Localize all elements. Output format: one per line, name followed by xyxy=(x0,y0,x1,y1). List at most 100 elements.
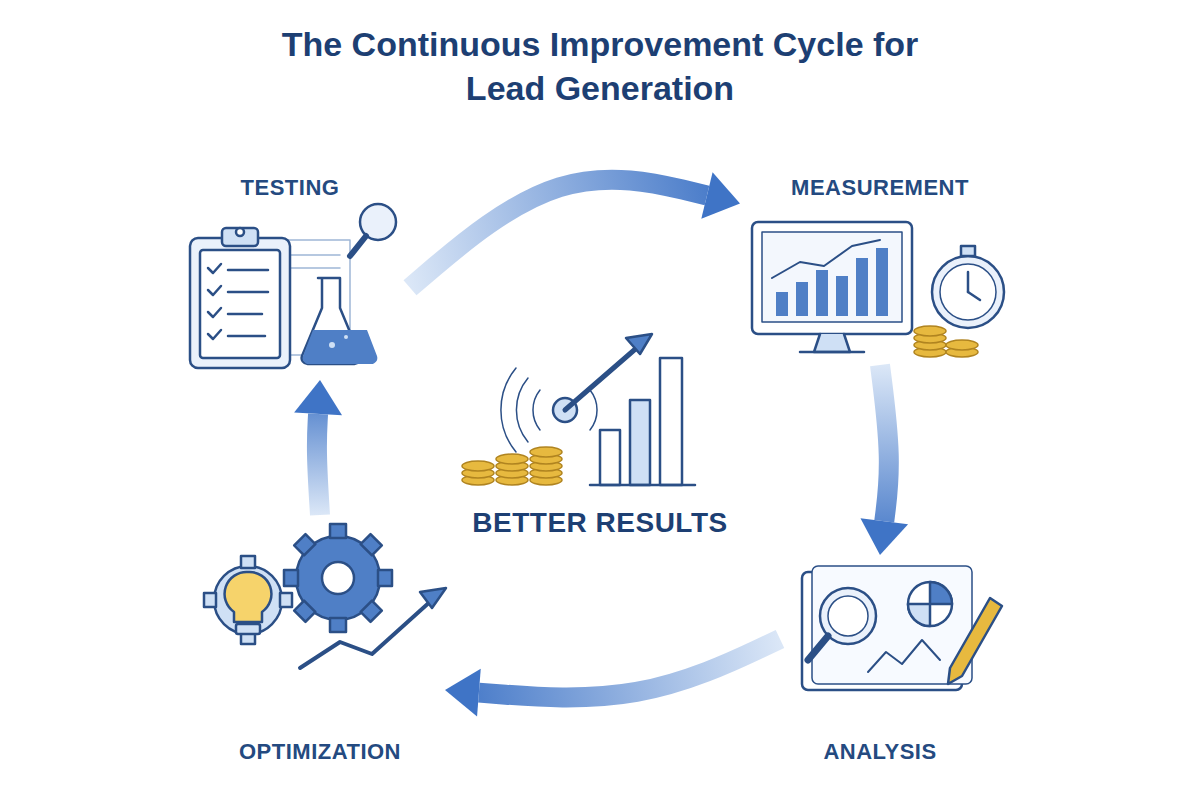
results-icon-part-part xyxy=(530,447,562,457)
optimization-icon-part-part xyxy=(284,524,392,632)
arrow-head xyxy=(294,380,342,415)
measurement-icon xyxy=(752,222,1004,357)
measurement-icon-part xyxy=(967,272,970,292)
testing-icon-part xyxy=(208,264,221,273)
arrow-head xyxy=(701,172,740,219)
optimization-icon-part xyxy=(420,588,446,608)
measurement-icon-part xyxy=(856,258,868,316)
analysis-icon xyxy=(802,566,1002,690)
optimization-icon-part-part xyxy=(214,566,282,634)
analysis-icon-part xyxy=(948,598,1002,684)
testing-icon-part xyxy=(208,330,221,339)
stage-label: OPTIMIZATION xyxy=(235,739,405,765)
testing-icon-part xyxy=(228,335,265,338)
measurement-icon-part-part xyxy=(914,326,946,336)
optimization-icon-part xyxy=(300,600,432,668)
optimization-icon-part-part-part xyxy=(330,524,346,538)
testing-icon xyxy=(190,204,396,368)
optimization-icon-part-part-part xyxy=(330,618,346,632)
optimization-icon-part xyxy=(284,524,392,632)
analysis-icon-part xyxy=(930,582,952,604)
results-icon-part xyxy=(590,484,695,487)
results-icon-part xyxy=(660,358,682,485)
stage-label: BETTER RESULTS xyxy=(468,506,731,540)
results-icon-part-part xyxy=(496,454,528,464)
diagram-title: The Continuous Improvement Cycle for Lea… xyxy=(250,22,950,110)
optimization-icon-part-part-part xyxy=(204,593,216,607)
arrow-shaft xyxy=(317,414,320,515)
analysis-icon-part xyxy=(828,596,868,636)
results-icon-part xyxy=(600,430,620,485)
results-icon-part xyxy=(626,334,652,354)
optimization-icon-part-part-part xyxy=(241,556,255,568)
testing-icon-part xyxy=(228,291,268,294)
measurement-icon-part xyxy=(961,246,975,256)
optimization-icon-part-part-part xyxy=(361,534,382,555)
analysis-icon-part xyxy=(808,636,828,660)
analysis-icon-part xyxy=(812,566,972,684)
testing-icon-part xyxy=(208,308,221,317)
stage-node: OPTIMIZATION xyxy=(195,515,445,765)
result-node: BETTER RESULTS xyxy=(450,325,750,540)
analysis-icon-part xyxy=(908,582,952,626)
optimization-icon-part xyxy=(225,572,272,622)
measurement-icon-part xyxy=(876,248,888,316)
optimization-icon-part-part xyxy=(204,556,292,644)
testing-icon-part xyxy=(228,313,262,316)
analysis-icon-part xyxy=(908,604,930,626)
testing-icon-part xyxy=(303,330,378,364)
arrow-shaft xyxy=(410,180,707,288)
cycle-arrow xyxy=(410,172,740,288)
measurement-icon-part xyxy=(816,270,828,316)
measurement-icon-part xyxy=(796,282,808,316)
results-icon-part xyxy=(630,400,650,485)
analysis-icon-part xyxy=(868,640,940,672)
optimization-icon xyxy=(204,524,446,668)
arrow-head xyxy=(445,669,481,717)
arrow-head xyxy=(860,518,908,555)
testing-icon-part xyxy=(350,236,366,256)
measurement-icon-part xyxy=(762,232,902,322)
testing-icon-part xyxy=(344,335,348,339)
arrow-shaft xyxy=(479,639,780,697)
results-icon-part xyxy=(533,390,540,430)
testing-icon-part xyxy=(222,228,258,246)
optimization-icon-part-part-part xyxy=(361,601,382,622)
measurement-icon-part xyxy=(776,292,788,316)
cycle-arrow xyxy=(294,380,342,515)
measurement-icon-part xyxy=(940,264,996,320)
results-icon-part xyxy=(501,368,516,452)
optimization-icon-part-part-part xyxy=(294,601,315,622)
testing-icon-part xyxy=(329,342,335,348)
optimization-icon-part-part-part xyxy=(294,534,315,555)
optimization-icon-part-part-part xyxy=(378,570,392,586)
cycle-arrow xyxy=(860,365,908,555)
stage-label: ANALYSIS xyxy=(819,739,940,765)
results-icon-part xyxy=(462,447,562,485)
measurement-icon-part xyxy=(814,334,850,352)
arrow-shaft xyxy=(880,365,889,521)
results-icon-part-part xyxy=(462,461,494,471)
results-icon xyxy=(462,334,695,485)
cycle-arrow xyxy=(445,639,780,717)
stage-node: ANALYSIS xyxy=(780,555,980,765)
measurement-icon-part xyxy=(836,276,848,316)
measurement-icon-part xyxy=(932,256,1004,328)
testing-icon-part xyxy=(236,228,244,236)
optimization-icon-part-part-part xyxy=(280,593,292,607)
testing-icon-part xyxy=(228,269,268,272)
optimization-icon-part-part xyxy=(322,562,354,594)
measurement-icon-part xyxy=(914,326,978,357)
testing-icon-part xyxy=(200,250,280,358)
optimization-icon-part xyxy=(204,556,292,644)
results-icon-part xyxy=(516,378,528,442)
measurement-icon-part xyxy=(968,292,980,300)
measurement-icon-part xyxy=(752,222,912,334)
results-icon-part xyxy=(590,390,597,430)
stage-node: MEASUREMENT xyxy=(740,175,1020,365)
measurement-icon-part-part xyxy=(946,340,978,350)
stage-node: TESTING xyxy=(170,175,410,380)
testing-icon-part xyxy=(208,286,221,295)
stage-label: TESTING xyxy=(237,175,344,201)
